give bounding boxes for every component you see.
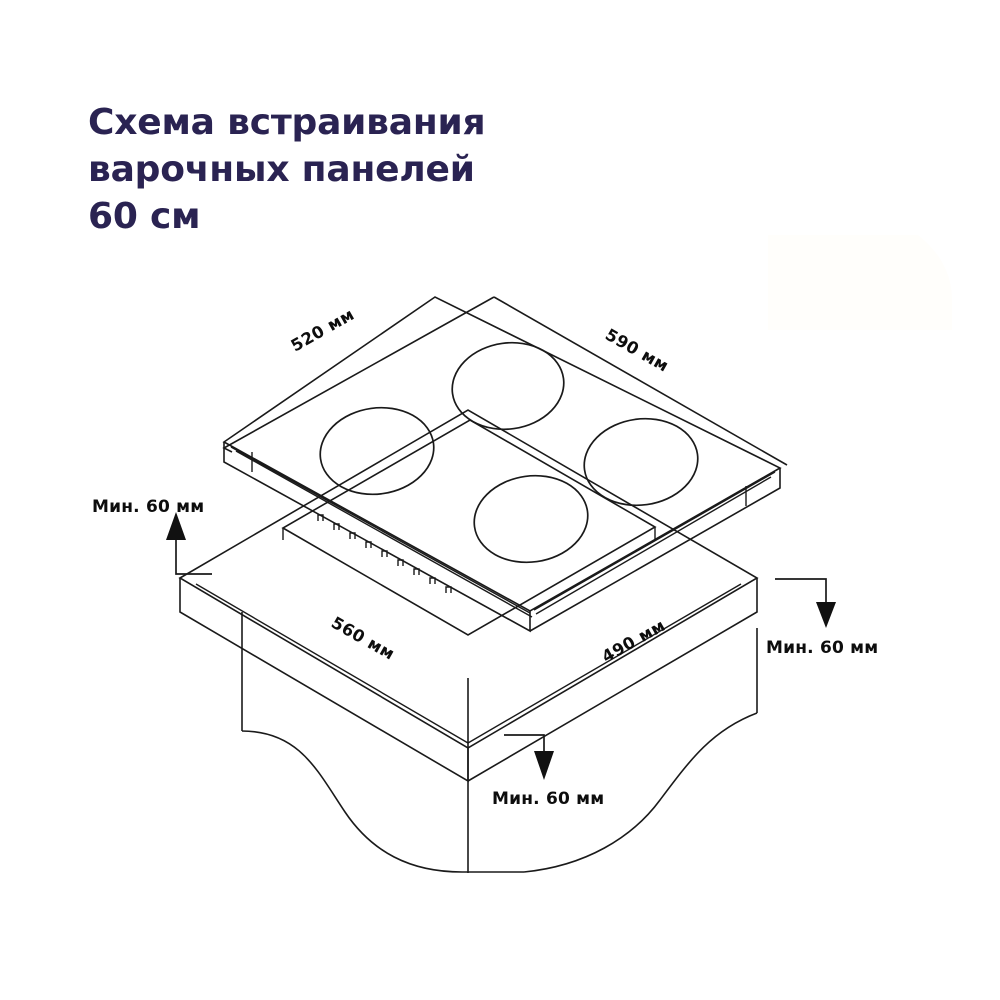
clearance-label-right: Мин. 60 мм — [766, 638, 878, 658]
dimension-label-560: 560 мм — [328, 613, 398, 664]
burner-left — [319, 406, 435, 496]
burner-front — [473, 474, 589, 564]
callout-clearance-left: Мин. 60 мм — [92, 497, 212, 575]
mounting-clips — [317, 514, 452, 593]
callout-clearance-right: Мин. 60 мм — [766, 578, 878, 658]
burner-rear — [451, 341, 565, 431]
cabinet-body — [241, 612, 758, 873]
background-tint — [768, 235, 952, 330]
dimension-label-490: 490 мм — [599, 616, 669, 667]
dimension-label-520: 520 мм — [288, 305, 358, 356]
clearance-label-front: Мин. 60 мм — [492, 789, 604, 809]
page-title: Схема встраивания варочных панелей 60 см — [88, 102, 486, 237]
countertop-slab — [178, 409, 759, 783]
burner-right — [583, 417, 699, 507]
dimension-label-590: 590 мм — [602, 325, 672, 376]
callout-clearance-front: Мин. 60 мм — [492, 734, 604, 809]
clearance-label-left: Мин. 60 мм — [92, 497, 204, 517]
cooktop-panel — [222, 296, 788, 633]
